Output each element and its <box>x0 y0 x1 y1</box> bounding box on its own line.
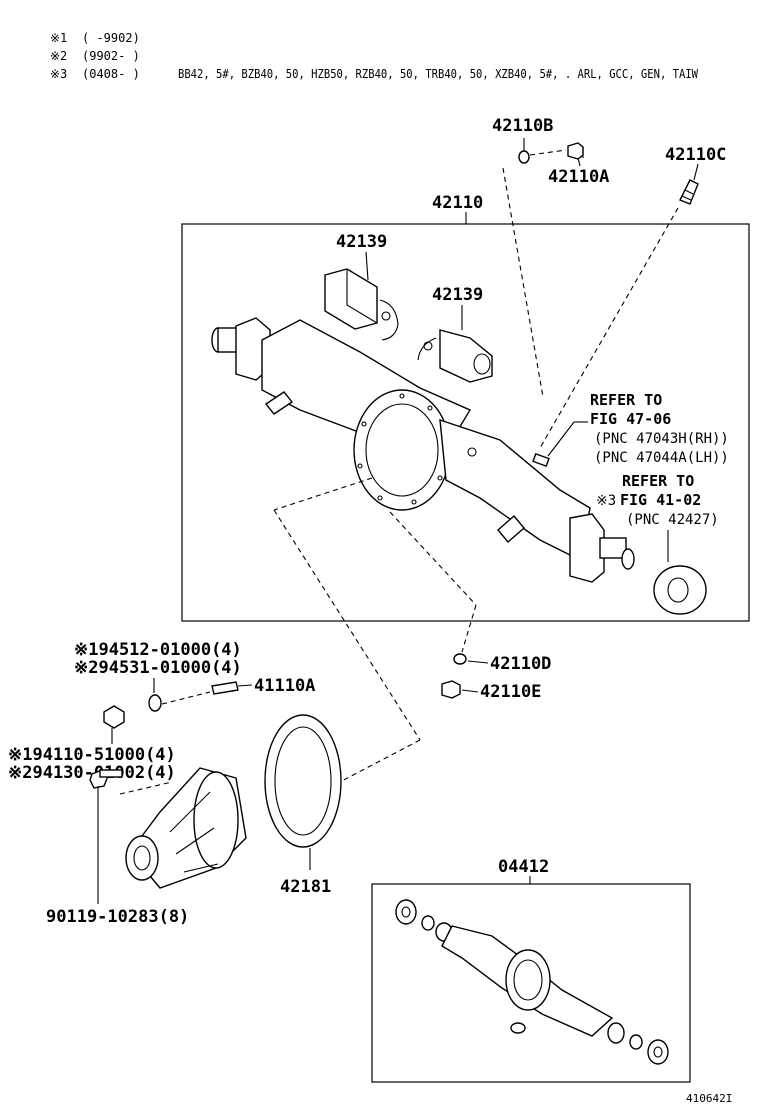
part-label-04412[interactable]: 04412 <box>498 857 549 877</box>
plug-42110E-icon <box>441 680 461 699</box>
part-label-42110E[interactable]: 42110E <box>480 682 541 702</box>
gasket-42110D-icon <box>453 653 467 665</box>
ref2-line2[interactable]: FIG 41-02 <box>620 491 701 509</box>
bracket-42139-lower-icon <box>439 329 493 383</box>
part-label-42139-upper[interactable]: 42139 <box>336 232 387 252</box>
note-2-mark: ※2 <box>50 49 67 63</box>
housing-right-tube <box>439 418 591 562</box>
drain-plug-group: 42110D 42110E <box>389 511 551 702</box>
nut-label-1[interactable]: ※194110-51000(4) <box>8 745 176 765</box>
axle-kit-box <box>371 883 691 1083</box>
ref1-line2[interactable]: FIG 47-06 <box>590 410 671 428</box>
part-label-42110C[interactable]: 42110C <box>665 145 726 165</box>
bracket-42139-group: 42139 42139 <box>324 232 493 383</box>
axle-kit-group: 04412 <box>371 857 691 1083</box>
ref1-line4: (PNC 47044A(LH)) <box>594 450 729 466</box>
housing-center-banjo <box>353 389 451 511</box>
ref2-line3: (PNC 42427) <box>626 512 719 528</box>
bracket-42139-upper-icon <box>324 268 378 330</box>
gasket-42110B-icon <box>518 150 530 164</box>
note-1-range: ( -9902) <box>82 31 140 45</box>
note-1-mark: ※1 <box>50 31 67 45</box>
note-2-range: (9902- ) <box>82 49 140 63</box>
note-3-range: (0408- ) <box>82 67 140 81</box>
figure-id: 410642I <box>686 1092 732 1105</box>
reference-notes: REFER TO FIG 47-06 (PNC 47043H(RH)) (PNC… <box>547 391 729 615</box>
part-label-42110[interactable]: 42110 <box>432 193 483 213</box>
ref1-line3: (PNC 47043H(RH)) <box>594 431 729 447</box>
stud-41110A-icon <box>211 681 239 695</box>
stud-bolt-icon <box>532 452 550 468</box>
part-label-42181[interactable]: 42181 <box>280 877 331 897</box>
breather-plug-group: 42110B 42110A 42110C <box>492 116 726 449</box>
rear-axle-housing <box>211 317 635 583</box>
header-notes: ※1 ( -9902) ※2 (9902- ) ※3 (0408- ) BB42… <box>50 31 699 81</box>
note-3-mark: ※3 <box>50 67 67 81</box>
leader-42110C <box>693 163 699 181</box>
gasket-42181-icon <box>264 714 342 848</box>
housing-right-flange <box>569 513 605 583</box>
washer-label-2[interactable]: ※294531-01000(4) <box>74 658 242 678</box>
ref1-line1: REFER TO <box>590 391 662 409</box>
nut-icon <box>103 705 125 729</box>
note-3-models: BB42, 5#, BZB40, 50, HZB50, RZB40, 50, T… <box>178 67 699 81</box>
leader-42110A <box>577 157 581 167</box>
ref2-line1: REFER TO <box>622 472 694 490</box>
part-label-42139-lower[interactable]: 42139 <box>432 285 483 305</box>
part-label-42110B[interactable]: 42110B <box>492 116 553 136</box>
plug-42110A-icon <box>567 142 584 160</box>
washer-label-1[interactable]: ※194512-01000(4) <box>74 640 242 660</box>
part-label-41110A[interactable]: 41110A <box>254 676 315 696</box>
part-label-90119[interactable]: 90119-10283(8) <box>46 907 189 927</box>
part-label-42110D[interactable]: 42110D <box>490 654 551 674</box>
part-label-42110A[interactable]: 42110A <box>548 167 609 187</box>
leader-ref1 <box>547 421 575 457</box>
differential-carrier-group: ※194512-01000(4) ※294531-01000(4) 41110A… <box>8 477 421 927</box>
washer-icon <box>148 694 162 712</box>
nut-label-2[interactable]: ※294130-01002(4) <box>8 763 176 783</box>
bearing-retainer-icon <box>653 565 707 615</box>
ref2-mark: ※3 <box>596 493 616 509</box>
